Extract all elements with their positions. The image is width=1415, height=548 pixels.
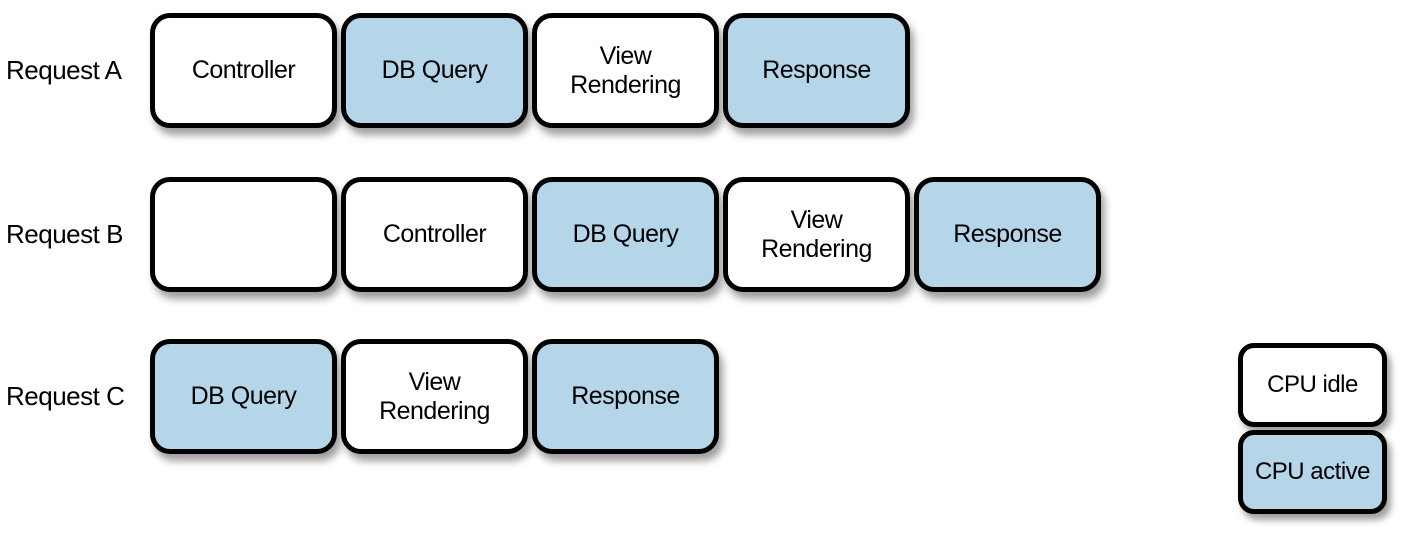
block-view-rendering: View Rendering [532, 13, 719, 128]
block-db-query: DB Query [532, 177, 719, 292]
block-label: DB Query [572, 220, 679, 249]
row-label-request-c: Request C [6, 381, 125, 411]
block-response: Response [914, 177, 1101, 292]
legend: CPU idle CPU active [1238, 343, 1387, 514]
legend-label: CPU active [1254, 458, 1371, 485]
block-blank [150, 177, 337, 292]
block-label: View Rendering [379, 367, 490, 425]
block-label: DB Query [381, 56, 488, 85]
block-label: Response [571, 382, 680, 411]
block-label: View Rendering [761, 205, 872, 263]
row-label-request-b: Request B [6, 219, 123, 249]
block-label: DB Query [190, 382, 297, 411]
block-db-query: DB Query [150, 339, 337, 454]
block-controller: Controller [341, 177, 528, 292]
request-row-b: Request B Controller DB Query View Rende… [0, 177, 1415, 292]
legend-cpu-idle: CPU idle [1238, 343, 1387, 427]
block-label: Response [953, 220, 1062, 249]
legend-cpu-active: CPU active [1238, 430, 1387, 514]
block-label: Controller [382, 220, 487, 249]
request-a-blocks: Controller DB Query View Rendering Respo… [150, 13, 910, 128]
block-db-query: DB Query [341, 13, 528, 128]
block-view-rendering: View Rendering [723, 177, 910, 292]
block-label: Response [762, 56, 871, 85]
request-c-blocks: DB Query View Rendering Response [150, 339, 719, 454]
legend-label: CPU idle [1267, 371, 1358, 398]
block-label: View Rendering [570, 41, 681, 99]
block-label: Controller [191, 56, 296, 85]
request-row-c: Request C DB Query View Rendering Respon… [0, 339, 1415, 454]
block-response: Response [532, 339, 719, 454]
block-view-rendering: View Rendering [341, 339, 528, 454]
block-controller: Controller [150, 13, 337, 128]
row-label-request-a: Request A [6, 55, 122, 85]
block-response: Response [723, 13, 910, 128]
request-row-a: Request A Controller DB Query View Rende… [0, 13, 1415, 128]
request-b-blocks: Controller DB Query View Rendering Respo… [150, 177, 1101, 292]
